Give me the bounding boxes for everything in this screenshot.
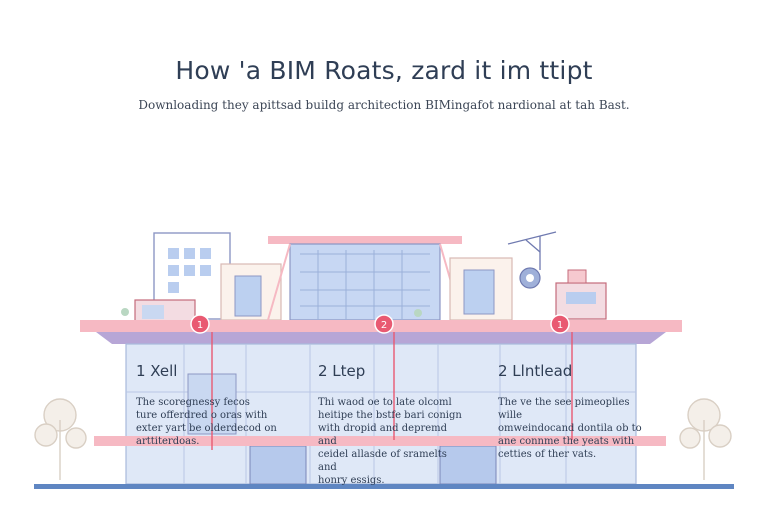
roof-edge (96, 332, 666, 344)
step-3-desc-line: cetties of ther vats. (498, 449, 597, 460)
step-1-desc-line: ture offerdred o oras with (136, 410, 268, 421)
svg-text:1: 1 (197, 320, 203, 331)
step-3-desc-line: ane connme the yeats with (498, 436, 635, 447)
step-1-desc-line: The scoregnessy fecos (136, 397, 250, 408)
step-1-desc-line: exter yart be olderdecod on (136, 423, 277, 434)
step-marker-3: 1 (550, 314, 570, 334)
step-1-description: The scoregnessy fecos ture offerdred o o… (136, 396, 286, 448)
step-marker-2: 2 (374, 314, 394, 334)
ground-line (34, 484, 734, 489)
step-marker-1: 1 (190, 314, 210, 334)
callout-lines (211, 332, 573, 450)
step-3-desc-line: The ve the see pimeoplies wille (498, 397, 630, 421)
step-2-desc-line: ceidel allasde of sramelts and (318, 449, 447, 473)
step-2-description: Thi waod oe to late olcoml heitipe the b… (318, 396, 468, 487)
tree-left (34, 398, 87, 480)
step-2-desc-line: with dropid and depremd and (318, 423, 448, 447)
step-3-desc-line: omweindocand dontila ob to (498, 423, 642, 434)
step-2-title: 2 Ltep (318, 362, 366, 380)
step-2-desc-line: honry essigs. (318, 475, 385, 486)
svg-text:2: 2 (381, 320, 387, 331)
step-1-desc-line: arttiterdoas. (136, 436, 200, 447)
step-3-description: The ve the see pimeoplies wille omweindo… (498, 396, 648, 461)
step-2-desc-line: Thi waod oe to late olcoml (318, 397, 452, 408)
step-3-title: 2 Llntlead (498, 362, 573, 380)
glass-facade (125, 343, 637, 485)
step-2-desc-line: heitipe the bstfe bari conign (318, 410, 462, 421)
page-title: How 'a BIM Roats, zard it im ttipt (175, 56, 593, 85)
rooftop-buildings (121, 231, 607, 323)
step-1-title: 1 Xell (136, 362, 178, 380)
tree-right (679, 398, 732, 480)
page-subtitle: Downloading they apittsad buildg archite… (138, 98, 630, 112)
svg-text:1: 1 (557, 320, 563, 331)
mid-band (94, 436, 666, 446)
